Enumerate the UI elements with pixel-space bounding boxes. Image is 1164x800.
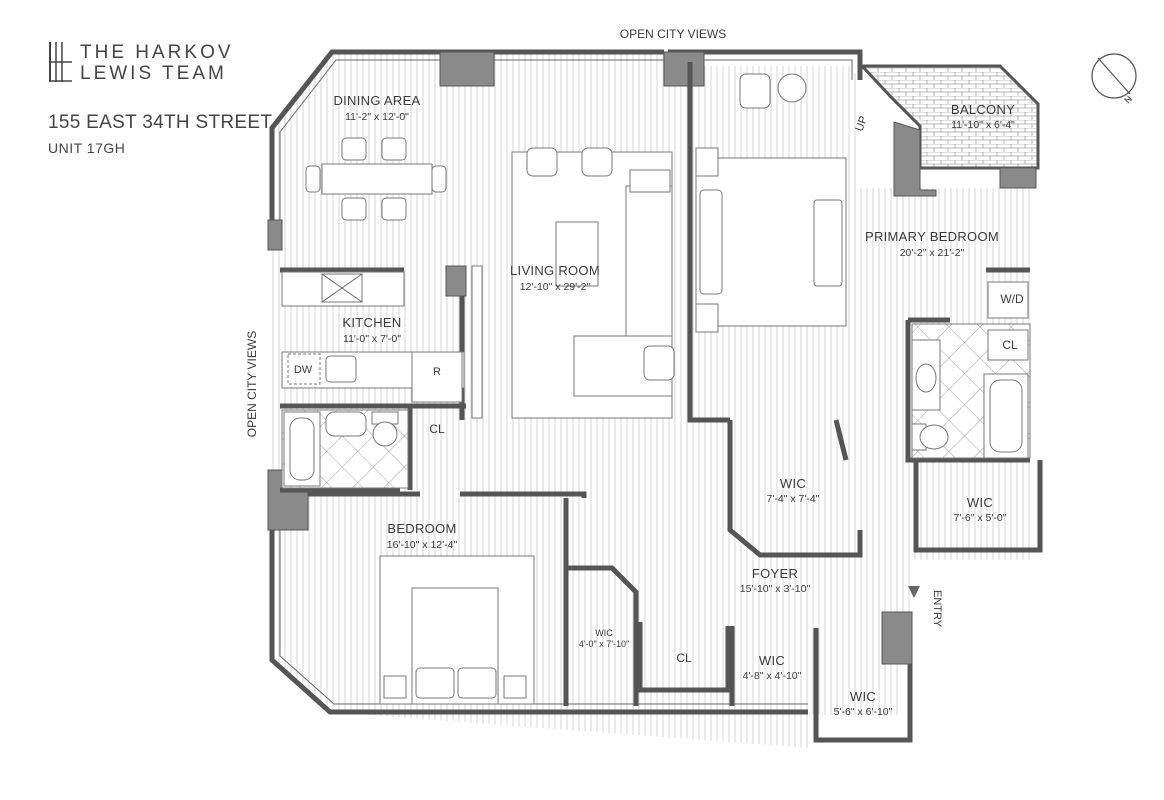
wic-primary-dim: 7'-4" x 7'-4" — [767, 493, 820, 505]
primary-bedroom-furniture — [695, 73, 847, 333]
bedroom-dim: 16'-10" x 12'-4" — [387, 539, 458, 551]
wic-foyer-name: WIC — [759, 653, 785, 668]
exterior-wall-top-right-inner — [668, 59, 853, 80]
closet-primary-label: CL — [1002, 338, 1018, 352]
partition-wall — [905, 320, 1030, 463]
wic-right-dim: 7'-6" x 5'-0" — [954, 512, 1007, 524]
wall-column — [439, 51, 495, 87]
brand-logo-icon — [48, 42, 74, 82]
exterior-wall-left-inner — [279, 470, 808, 705]
bedroom-name: BEDROOM — [387, 521, 456, 536]
kitchen-wall-block — [445, 265, 467, 297]
wic-bedroom-name: WIC — [595, 628, 613, 638]
exterior-wall — [269, 49, 664, 220]
entry-arrow-icon — [908, 586, 920, 598]
bathroom-left — [281, 409, 409, 489]
dishwasher-label: DW — [294, 364, 313, 376]
wall-column — [881, 611, 913, 665]
bedroom-wall — [460, 491, 587, 498]
wall-column — [999, 167, 1037, 189]
bedroom-wall — [566, 565, 639, 706]
property-unit: UNIT 17GH — [48, 140, 126, 156]
view-label-left: OPEN CITY VIEWS — [245, 331, 259, 437]
exterior-wall-inner — [279, 59, 664, 220]
partition-wall — [727, 420, 863, 558]
living-dim: 12'-10" x 29'-2" — [520, 281, 591, 293]
partition-wall — [913, 460, 1043, 553]
exterior-wall-top-right — [668, 49, 863, 80]
living-name: LIVING ROOM — [510, 263, 600, 278]
balcony-dim: 11'-10" x 6'-4" — [951, 119, 1015, 131]
primary-name: PRIMARY BEDROOM — [865, 229, 999, 244]
wic-primary-name: WIC — [780, 476, 806, 491]
dining-table — [305, 137, 447, 221]
brand-name-line2: LEWIS TEAM — [80, 63, 227, 84]
exterior-wall-left — [269, 470, 808, 715]
bedroom-furniture — [379, 555, 535, 705]
closet-wall — [813, 612, 913, 743]
dining-dim: 11'-2" x 12'-0" — [345, 111, 409, 123]
dining-name: DINING AREA — [333, 93, 420, 108]
partition-wall — [687, 62, 730, 423]
kitchen-name: KITCHEN — [342, 315, 401, 330]
wic-foyer-dim: 4'-8" x 4'-10" — [743, 670, 802, 682]
closet-kitchen-label: CL — [429, 422, 445, 436]
closet-wall — [637, 622, 731, 693]
washer-dryer-label: W/D — [1000, 292, 1024, 306]
living-room-furniture — [471, 147, 675, 419]
brand-name-line1: THE HARKOV — [80, 42, 234, 63]
primary-bath — [911, 281, 1031, 459]
view-label-top: OPEN CITY VIEWS — [620, 27, 726, 41]
balcony-floor — [858, 64, 1040, 170]
compass-label: N — [1122, 94, 1134, 106]
foyer-dim: 15'-10" x 3'-10" — [740, 583, 811, 595]
wic-entry-name: WIC — [850, 689, 876, 704]
balcony-wall — [893, 121, 937, 197]
balcony-name: BALCONY — [951, 102, 1015, 117]
wic-entry-dim: 5'-6" x 6'-10" — [834, 706, 893, 718]
stair-up-label: UP — [854, 115, 871, 133]
kitchen-counters — [281, 271, 465, 403]
primary-dim: 20'-2" x 21'-2" — [900, 247, 965, 259]
wic-bedroom-dim: 4'-0" x 7'-10" — [579, 639, 629, 649]
wall-column — [663, 51, 705, 87]
north-arrow-icon — [1091, 53, 1137, 99]
partition-wall — [833, 419, 849, 461]
kitchen-dim: 11'-0" x 7'-0" — [343, 333, 401, 345]
wall-column — [267, 219, 283, 251]
property-address: 155 EAST 34TH STREET — [48, 112, 273, 133]
closet-foyer-label: CL — [676, 651, 692, 665]
fridge-label: R — [433, 366, 441, 378]
wic-right-name: WIC — [967, 495, 993, 510]
entry-label: ENTRY — [931, 590, 943, 628]
foyer-name: FOYER — [752, 566, 798, 581]
